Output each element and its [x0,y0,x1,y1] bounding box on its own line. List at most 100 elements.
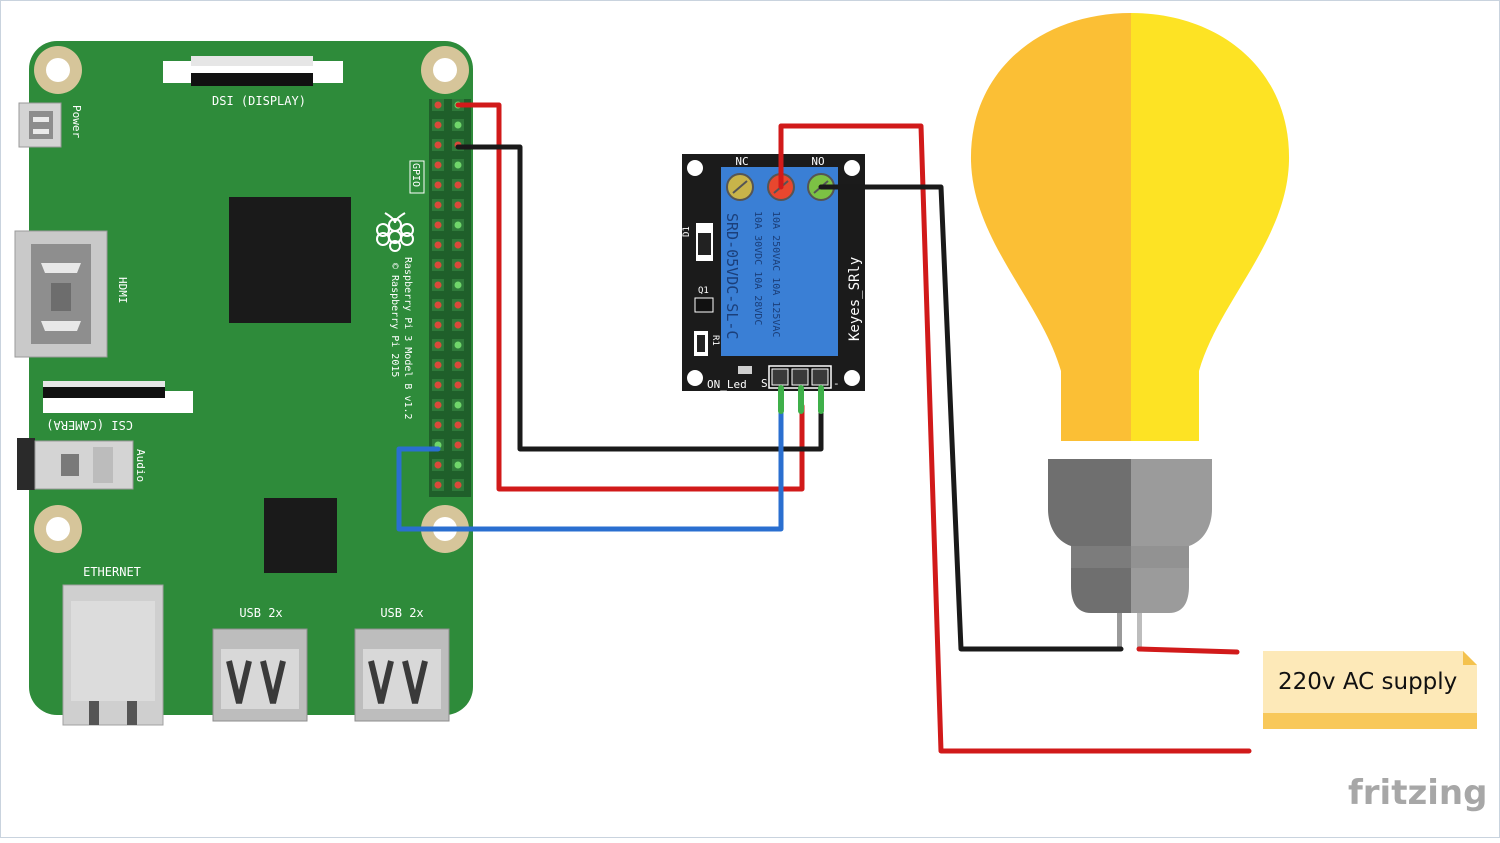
nc-terminal [726,173,754,201]
ethernet-label: ETHERNET [83,565,141,579]
mounting-hole [421,46,469,94]
gpio-pin-dot [454,181,462,189]
wires [396,102,1252,754]
gpio-pin-dot [434,161,442,169]
gpio-pin-dot [434,181,442,189]
power-port [18,102,62,148]
pi-pcb [29,41,473,715]
gpio-pin-dot [454,221,462,229]
copyright-label: © Raspberry Pi 2015 [389,263,400,377]
gpio-pin-dot [434,481,442,489]
usb-left-label: USB 2x [239,606,282,620]
gpio-pin-dot [454,481,462,489]
gpio-pin-dot [454,381,462,389]
gpio-pin-dot [434,101,442,109]
gpio-pin-dot [434,421,442,429]
relay-rating-1: 10A 250VAC 10A 125VAC [770,211,781,337]
gpio-pin-dot [434,321,442,329]
gpio-pin-dot [434,141,442,149]
relay-mount-hole [687,370,703,386]
dsi-connector [163,56,343,86]
gpio-pin-dot [434,341,442,349]
gpio-pin-dot [434,201,442,209]
usb-port-left [212,628,308,722]
soc-chip [229,197,351,323]
fritzing-brand: fritzing [1348,773,1487,813]
dsi-label: DSI (DISPLAY) [212,94,306,108]
relay-body [721,206,838,356]
q1-label: Q1 [698,286,709,296]
led-label: ON_Led [707,378,747,391]
gpio-pin-dot [454,301,462,309]
r1-label: R1 [710,335,720,346]
wire-no-black [818,184,1124,652]
bulb-base-right [1131,459,1212,613]
no-label: NO [811,155,824,168]
on-led [738,366,752,374]
usb-port-right [354,628,450,722]
mounting-hole [34,505,82,553]
csi-label: CSI (CAMERA) [46,418,133,432]
supply-note: 220v AC supply [1263,651,1477,729]
wire-5v-red [455,102,805,492]
model-label: Raspberry Pi 3 Model B v1.2 [402,257,413,420]
gpio-pin-dot [454,281,462,289]
csi-connector [43,381,193,413]
gpio-pin-dot [454,161,462,169]
gpio-pin-dot [434,261,442,269]
gpio-pin-dot [454,241,462,249]
d1-label: D1 [682,226,692,237]
bulb-glass-right [1131,13,1290,441]
resistor-r1 [694,331,708,356]
gpio-pin-dot [454,421,462,429]
wire-bulb-red [1136,646,1240,655]
usb-right-label: USB 2x [380,606,423,620]
bulb-pin-left [1117,613,1122,651]
hdmi-label: HDMI [116,277,129,304]
gpio-pin-dot [434,281,442,289]
audio-label: Audio [134,449,147,482]
s-pin-label: S [761,377,768,390]
gpio-pin-dot [434,241,442,249]
audio-jack [17,438,134,490]
gpio-pin-dot [454,321,462,329]
mounting-hole [34,46,82,94]
relay-mount-hole [687,160,703,176]
usb-controller-chip [264,498,337,573]
gpio-pin-dot [434,301,442,309]
gpio-pin-dot [454,461,462,469]
gpio-pin-dot [454,341,462,349]
gpio-pin-dot [454,401,462,409]
gpio-pin-dot [454,201,462,209]
gpio-pin-dot [454,361,462,369]
gpio-pin-dot [434,381,442,389]
minus-pin-label: - [833,377,840,390]
supply-note-text: 220v AC supply [1278,669,1457,695]
gpio-tag [409,160,425,194]
bulb-glass-left [970,13,1131,441]
raspberry-logo [376,212,414,252]
relay-rating-2: 10A 30VDC 10A 28VDC [752,211,763,325]
diode-d1 [696,223,713,261]
light-bulb [970,13,1290,651]
transistor-q1 [694,297,714,313]
wire-com-red [778,123,1252,754]
relay-model-label: SRD-05VDC-SL-C [723,213,741,339]
gpio-pin-dot [434,461,442,469]
relay-mount-hole [844,160,860,176]
gpio-pin-dot [434,221,442,229]
gpio-pin-dot [434,401,442,409]
gpio-pin-dot [434,361,442,369]
relay-brand-label: Keyes_SRly [847,257,863,341]
gpio-pin-dot [454,261,462,269]
wire-signal-blue [396,403,784,532]
gpio-pin-dot [454,441,462,449]
nc-label: NC [735,155,748,168]
relay-mount-hole [844,370,860,386]
gpio-pin-dot [454,121,462,129]
power-label: Power [70,105,83,138]
bulb-base-left [1048,459,1131,613]
gpio-pin-dot [434,121,442,129]
